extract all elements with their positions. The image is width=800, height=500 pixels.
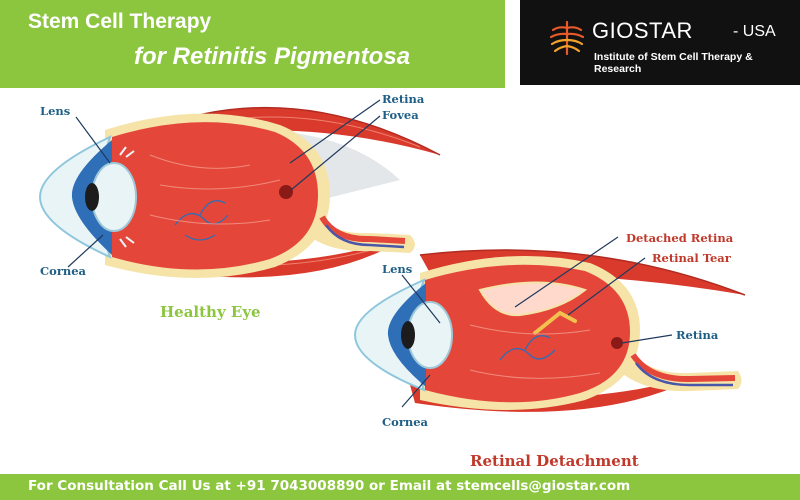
retinal-detachment-illustration [353,249,746,412]
page-title: Stem Cell Therapy [28,10,212,33]
healthy-fovea-label: Fovea [382,108,419,122]
healthy-lens-label: Lens [40,104,70,118]
retinal-tear-label: Retinal Tear [652,251,732,265]
detached-retina-label: Detached Retina [626,231,734,245]
healthy-eye-leader-lines [67,99,381,268]
healthy-cornea-label: Cornea [40,264,87,278]
logo-wordmark: GIOSTAR [592,18,693,43]
healthy-eye-illustration [38,106,441,279]
healthy-retina-label: Retina [382,92,425,106]
tree-of-life-emblem-icon [549,20,585,56]
footer-banner: For Consultation Call Us at +91 70430088… [0,474,800,500]
logo-tagline: Institute of Stem Cell Therapy & Researc… [594,51,753,75]
eye-diagram: Lens Cornea Retina Fovea Healthy Eye Len… [38,92,746,470]
healthy-eye-caption: Healthy Eye [160,303,261,321]
retinal-detachment-caption: Retinal Detachment [470,452,639,470]
contact-info: For Consultation Call Us at +91 70430088… [28,478,631,494]
logo-suffix: - USA [733,23,776,40]
detached-cornea-label: Cornea [382,415,429,429]
detachment-leader-lines [401,236,673,408]
header-banner [0,0,505,88]
detached-lens-label: Lens [382,262,412,276]
detached-eye-retina-label: Retina [676,328,719,342]
page-subtitle: for Retinitis Pigmentosa [134,43,411,70]
